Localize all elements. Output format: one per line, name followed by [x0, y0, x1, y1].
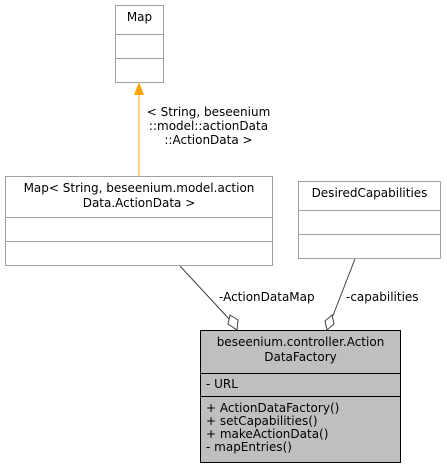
method-map-entries: - mapEntries()	[206, 440, 292, 454]
class-action-data-factory-attributes: - URL	[201, 373, 400, 396]
class-desired-capabilities-header: DesiredCapabilities	[299, 182, 440, 210]
class-desired-capabilities-name: DesiredCapabilities	[311, 186, 428, 200]
template-binding-label-line1: < String, beseenium	[146, 105, 271, 119]
class-action-data-factory-name-line1: beseenium.controller.Action	[216, 335, 385, 349]
method-set-capabilities: + setCapabilities()	[206, 414, 318, 428]
action-data-map-diamond	[227, 314, 239, 331]
action-data-map-label: -ActionDataMap	[219, 290, 315, 304]
capabilities-line	[331, 258, 356, 319]
class-desired-capabilities-attributes	[299, 210, 440, 234]
attribute-url: - URL	[206, 377, 238, 391]
template-binding-label-line3: ::ActionData >	[164, 133, 253, 147]
class-desired-capabilities[interactable]: DesiredCapabilities	[298, 181, 441, 259]
template-binding-arrowhead	[134, 82, 144, 95]
class-desired-capabilities-methods	[299, 234, 440, 258]
class-map[interactable]: Map	[115, 5, 164, 83]
capabilities-label: -capabilities	[346, 290, 419, 304]
class-map-methods	[116, 58, 163, 82]
class-map-template-attributes	[6, 217, 272, 241]
class-map-template[interactable]: Map< String, beseenium.model.action Data…	[5, 176, 273, 266]
class-action-data-factory-header: beseenium.controller.Action DataFactory	[201, 331, 400, 373]
method-make-action-data: + makeActionData()	[206, 427, 329, 441]
method-action-data-factory: + ActionDataFactory()	[206, 401, 340, 415]
template-binding-label-line2: ::model::actionData	[148, 119, 269, 133]
class-action-data-factory-name-line2: DataFactory	[264, 350, 337, 364]
class-map-template-name-line2: Data.ActionData >	[82, 196, 196, 210]
action-data-map-line	[179, 265, 231, 321]
class-map-template-name-line1: Map< String, beseenium.model.action	[23, 181, 255, 195]
class-map-attributes	[116, 34, 163, 58]
class-map-template-header: Map< String, beseenium.model.action Data…	[6, 177, 272, 217]
template-binding-label: < String, beseenium ::model::actionData …	[136, 105, 281, 147]
class-map-template-methods	[6, 241, 272, 265]
class-action-data-factory-methods: + ActionDataFactory() + setCapabilities(…	[201, 396, 400, 462]
class-map-header: Map	[116, 6, 163, 34]
class-action-data-factory[interactable]: beseenium.controller.Action DataFactory …	[200, 330, 401, 463]
class-map-name: Map	[126, 10, 153, 24]
capabilities-diamond	[324, 314, 335, 331]
